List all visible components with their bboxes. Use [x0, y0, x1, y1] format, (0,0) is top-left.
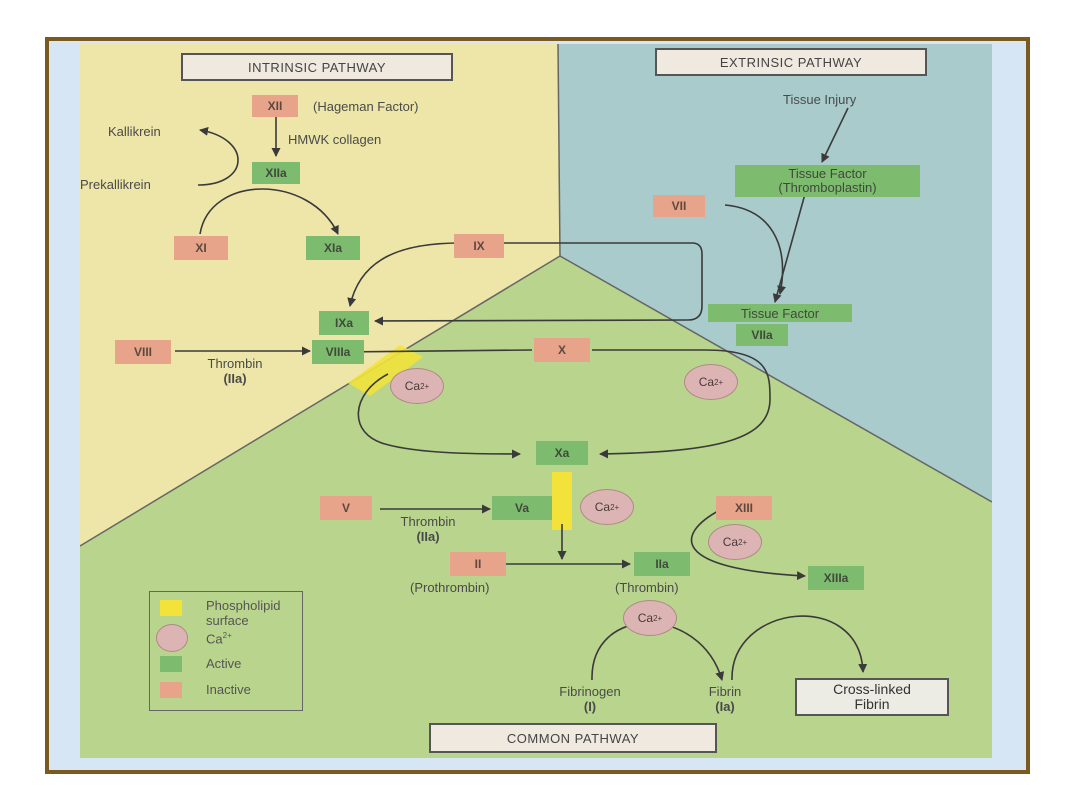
cross-linked-line2: Fibrin	[854, 696, 890, 712]
arrow-tf-viia	[772, 193, 806, 303]
thrombin-paren-label: (Thrombin)	[615, 580, 679, 595]
ca-text: Ca	[594, 500, 611, 514]
phospholipid-surface-va	[552, 472, 572, 530]
ca-text: Ca	[637, 611, 654, 625]
hageman-factor-label: (Hageman Factor)	[313, 99, 419, 114]
factor-x: X	[534, 338, 590, 362]
extrinsic-pathway-title: EXTRINSIC PATHWAY	[655, 48, 927, 76]
factor-ixa: IXa	[319, 311, 369, 335]
tissue-factor-line2: (Thromboplastin)	[778, 180, 877, 195]
factor-viiia: VIIIa	[312, 340, 364, 364]
iia-label-v: (IIa)	[416, 529, 440, 544]
ca-sup: 2+	[610, 502, 620, 512]
arrow-extrinsic-xa	[592, 349, 771, 459]
ca-text: Ca	[722, 535, 739, 549]
factor-xiii: XIII	[716, 496, 772, 520]
line-viiia-x	[337, 349, 533, 353]
ca-sup: 2+	[738, 537, 748, 547]
legend-phospholipid-line2: surface	[206, 613, 249, 628]
ca-sup: 2+	[420, 381, 430, 391]
region-divider	[80, 255, 561, 547]
thrombin-label-v: Thrombin	[400, 514, 456, 529]
diagram-canvas	[80, 44, 992, 758]
region-divider	[557, 44, 561, 257]
fibrinogen-i-label: (I)	[583, 699, 597, 714]
arrow-intrinsic-xa	[357, 373, 521, 459]
coagulation-cascade-diagram: INTRINSIC PATHWAY EXTRINSIC PATHWAY COMM…	[80, 44, 992, 758]
tissue-injury-label: Tissue Injury	[783, 92, 857, 107]
legend-ca-sup: 2+	[222, 631, 232, 640]
legend-ca-text: Ca	[206, 631, 223, 647]
fibrin-label: Fibrin	[708, 684, 742, 699]
intrinsic-pathway-region	[80, 44, 560, 546]
prekallikrein-label: Prekallikrein	[80, 177, 151, 192]
iia-label-viii: (IIa)	[223, 371, 247, 386]
intrinsic-pathway-title: INTRINSIC PATHWAY	[181, 53, 453, 81]
tissue-factor-complex: Tissue Factor	[708, 304, 852, 322]
legend-active-label: Active	[206, 656, 242, 671]
region-divider	[559, 255, 992, 503]
factor-v: V	[320, 496, 372, 520]
arrow-ix-tissuefactor-ixa	[374, 242, 703, 326]
factor-xii: XII	[252, 95, 298, 117]
tissue-factor-thromboplastin: Tissue Factor (Thromboplastin)	[735, 165, 920, 197]
legend-swatch-active	[160, 656, 182, 672]
phospholipid-surface-viiia	[348, 345, 423, 396]
factor-ii: II	[450, 552, 506, 576]
factor-xiia: XIIa	[252, 162, 300, 184]
factor-ix: IX	[454, 234, 504, 258]
arrow-fibrin-crosslinked	[731, 615, 868, 681]
legend-calcium-label: Ca2+	[206, 628, 232, 646]
fibrin-ia-label: (Ia)	[715, 699, 735, 714]
legend: Phospholipid surface Ca2+ Active Inactiv…	[149, 591, 303, 711]
cross-linked-fibrin-box: Cross-linked Fibrin	[795, 678, 949, 716]
factor-xi: XI	[174, 236, 228, 260]
ca-sup: 2+	[653, 613, 663, 623]
arrow-ix-ixa	[347, 242, 461, 307]
legend-swatch-inactive	[160, 682, 182, 698]
legend-swatch-phospholipid	[160, 600, 182, 616]
arrow-kallikrein	[197, 126, 239, 186]
ca-text: Ca	[698, 375, 715, 389]
factor-xa: Xa	[536, 441, 588, 465]
fibrinogen-label: Fibrinogen	[559, 684, 621, 699]
legend-inactive-label: Inactive	[206, 682, 251, 697]
factor-viia: VIIa	[736, 324, 788, 346]
prothrombin-label: (Prothrombin)	[410, 580, 490, 595]
legend-swatch-calcium	[156, 624, 188, 652]
tissue-factor-line1: Tissue Factor	[788, 166, 867, 181]
factor-va: Va	[492, 496, 552, 520]
factor-xia: XIa	[306, 236, 360, 260]
ca-text: Ca	[404, 379, 421, 393]
arrow-xiii-xiiia	[690, 509, 806, 581]
factor-xiiia: XIIIa	[808, 566, 864, 590]
factor-viii: VIII	[115, 340, 171, 364]
hmwk-collagen-label: HMWK collagen	[288, 132, 382, 147]
ca-sup: 2+	[714, 377, 724, 387]
legend-phospholipid-line1: Phospholipid	[206, 598, 281, 613]
factor-vii: VII	[653, 195, 705, 217]
arrow-xi-xia	[199, 188, 339, 235]
thrombin-label-viii: Thrombin	[207, 356, 263, 371]
arrow-tissue-injury	[821, 107, 849, 163]
common-pathway-title: COMMON PATHWAY	[429, 723, 717, 753]
kallikrein-label: Kallikrein	[108, 124, 161, 139]
cross-linked-line1: Cross-linked	[833, 681, 911, 697]
extrinsic-pathway-region	[558, 44, 992, 502]
arrow-vii	[724, 204, 786, 295]
factor-iia: IIa	[634, 552, 690, 576]
